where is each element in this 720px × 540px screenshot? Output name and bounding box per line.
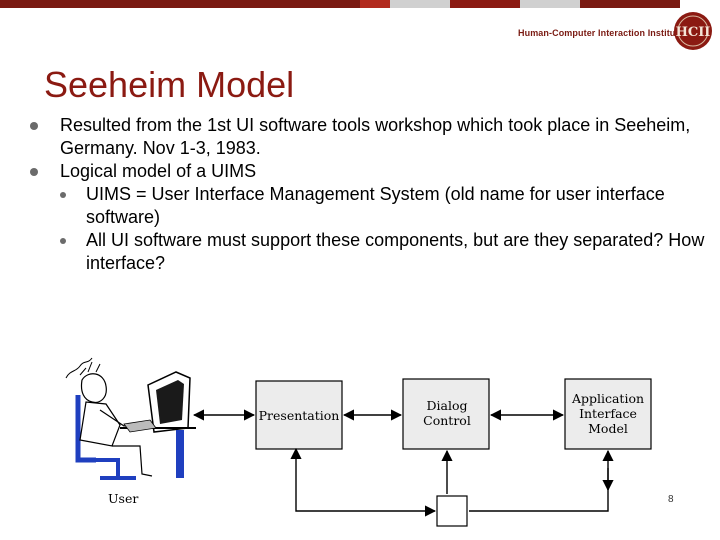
- bullet-dot-icon: [30, 122, 38, 130]
- bar-segment: [450, 0, 520, 8]
- seal-text: HCII: [676, 25, 711, 40]
- sub-bullet-item: UIMS = User Interface Management System …: [60, 183, 710, 229]
- bullet-list: Resulted from the 1st UI software tools …: [30, 114, 710, 275]
- bullet-dot-icon: [60, 238, 66, 244]
- sub-bullet-text: UIMS = User Interface Management System …: [86, 184, 665, 227]
- user-label: User: [108, 491, 138, 506]
- bar-segment: [240, 0, 300, 8]
- bullet-item: Logical model of a UIMS: [30, 160, 710, 183]
- app-label-line3: Model: [588, 421, 628, 436]
- bar-segment: [120, 0, 180, 8]
- switch-box: [436, 495, 468, 527]
- application-interface-model-box: [564, 378, 652, 450]
- bullet-text: Logical model of a UIMS: [60, 161, 257, 181]
- app-label-line1: Application: [571, 391, 644, 406]
- bar-segment: [300, 0, 360, 8]
- slide-title: Seeheim Model: [44, 64, 295, 105]
- dialog-label-line1: Dialog: [427, 398, 468, 413]
- institute-name: Human-Computer Interaction Institute: [518, 28, 684, 38]
- bullet-item: Resulted from the 1st UI software tools …: [30, 114, 710, 160]
- dialog-control-box: [402, 378, 490, 450]
- bar-segment: [0, 0, 60, 8]
- bar-segment: [580, 0, 680, 8]
- page-number: 8: [668, 494, 674, 505]
- seeheim-diagram: User Presentation Dialog Control Applica…: [65, 357, 652, 527]
- bar-segment: [60, 0, 120, 8]
- hcii-seal-icon: HCII: [674, 12, 712, 50]
- dialog-label-line2: Control: [423, 413, 471, 428]
- diagram-arrows: [192, 409, 614, 517]
- presentation-box: [255, 380, 343, 450]
- bullet-dot-icon: [30, 168, 38, 176]
- bar-segment: [520, 0, 580, 8]
- bar-segment: [390, 0, 450, 8]
- bullet-text: Resulted from the 1st UI software tools …: [60, 115, 691, 158]
- bar-segment: [180, 0, 240, 8]
- presentation-label: Presentation: [259, 408, 340, 423]
- bullet-dot-icon: [60, 192, 66, 198]
- sub-bullet-item: All UI software must support these compo…: [60, 229, 710, 275]
- computer-user-illustration: [65, 357, 196, 480]
- app-label-line2: Interface: [579, 406, 637, 421]
- top-color-bar: [0, 0, 720, 8]
- sub-bullet-text: All UI software must support these compo…: [86, 230, 705, 273]
- bar-segment: [360, 0, 390, 8]
